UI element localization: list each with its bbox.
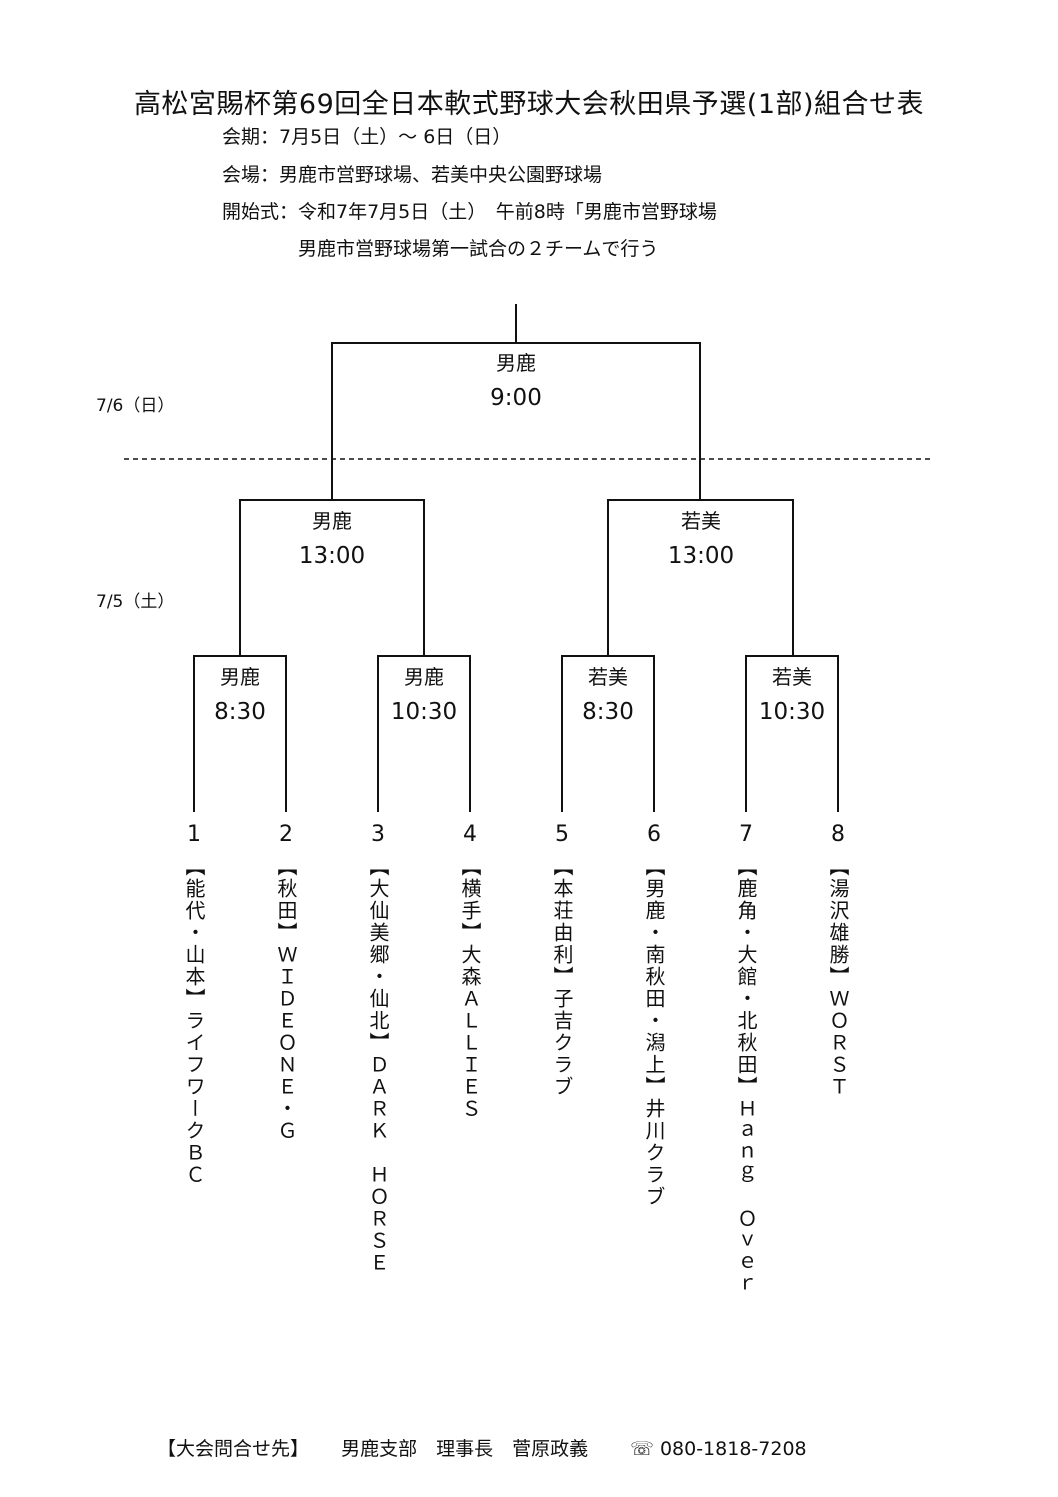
first-round-match: 男鹿 8:30: [190, 663, 290, 725]
team-number: 7: [739, 822, 753, 847]
final-match: 男鹿 9:00: [456, 349, 576, 411]
team-entry: 2 【秋田】ＷＩＤＥＯＮＥ・Ｇ: [268, 820, 304, 1142]
first-round-match: 男鹿 10:30: [374, 663, 474, 725]
team-number: 4: [463, 822, 477, 847]
team-name: 【能代・山本】ライフワークＢＣ: [182, 856, 206, 1186]
semifinal-time: 13:00: [667, 543, 735, 569]
info-opening: 開始式：令和7年7月5日（土） 午前8時「男鹿市営野球場: [222, 201, 717, 223]
match-time: 10:30: [390, 699, 458, 725]
team-number: 3: [371, 822, 385, 847]
match-time: 8:30: [582, 699, 634, 725]
team-name: 【鹿角・大館・北秋田】Ｈａｎｇ Ｏｖｅｒ: [734, 856, 758, 1296]
contact-org: 男鹿支部 理事長 菅原政義: [341, 1438, 589, 1460]
match-venue: 男鹿: [220, 665, 260, 689]
team-name: 【男鹿・南秋田・潟上】井川クラブ: [642, 856, 666, 1208]
team-name: 【湯沢雄勝】ＷＯＲＳＴ: [826, 856, 850, 1098]
team-name: 【横手】大森ＡＬＬＩＥＳ: [458, 856, 482, 1120]
team-number: 2: [279, 822, 293, 847]
team-entry: 5 【本荘由利】子吉クラブ: [544, 820, 580, 1098]
date-day1: 7/5（土）: [96, 592, 175, 612]
match-venue: 若美: [588, 665, 628, 689]
date-day2: 7/6（日）: [96, 396, 175, 416]
contact-footer: 【大会問合せ先】 男鹿支部 理事長 菅原政義 ☏ 080-1818-7208: [157, 1434, 807, 1461]
match-time: 10:30: [758, 699, 826, 725]
page-title: 高松宮賜杯第69回全日本軟式野球大会秋田県予選(1部)組合せ表: [133, 89, 925, 120]
team-name: 【秋田】ＷＩＤＥＯＮＥ・Ｇ: [274, 856, 298, 1142]
match-venue: 若美: [772, 665, 812, 689]
semifinal-venue: 若美: [681, 509, 721, 533]
contact-phone: 080-1818-7208: [659, 1438, 807, 1460]
team-number: 1: [187, 822, 201, 847]
semifinal-match: 男鹿 13:00: [272, 507, 392, 569]
team-number: 8: [831, 822, 845, 847]
team-entry: 1 【能代・山本】ライフワークＢＣ: [176, 820, 212, 1186]
contact-label: 【大会問合せ先】: [157, 1438, 310, 1460]
team-number: 5: [555, 822, 569, 847]
info-opening-note: 男鹿市営野球場第一試合の２チームで行う: [298, 238, 659, 260]
match-venue: 男鹿: [404, 665, 444, 689]
final-venue: 男鹿: [496, 351, 536, 375]
semifinal-match: 若美 13:00: [641, 507, 761, 569]
team-entry: 6 【男鹿・南秋田・潟上】井川クラブ: [636, 820, 672, 1208]
team-entry: 4 【横手】大森ＡＬＬＩＥＳ: [452, 820, 488, 1120]
team-name: 【本荘由利】子吉クラブ: [550, 856, 574, 1098]
team-number: 6: [647, 822, 661, 847]
team-entry: 7 【鹿角・大館・北秋田】Ｈａｎｇ Ｏｖｅｒ: [728, 820, 764, 1296]
semifinal-time: 13:00: [298, 543, 366, 569]
team-name: 【大仙美郷・仙北】ＤＡＲＫ ＨＯＲＳＥ: [366, 856, 390, 1274]
semifinal-venue: 男鹿: [312, 509, 352, 533]
first-round-match: 若美 8:30: [558, 663, 658, 725]
info-venue: 会場：男鹿市営野球場、若美中央公園野球場: [222, 164, 603, 186]
first-round-match: 若美 10:30: [742, 663, 842, 725]
match-time: 8:30: [214, 699, 266, 725]
team-entry: 3 【大仙美郷・仙北】ＤＡＲＫ ＨＯＲＳＥ: [360, 820, 396, 1274]
final-time: 9:00: [490, 385, 542, 411]
team-entry: 8 【湯沢雄勝】ＷＯＲＳＴ: [820, 820, 856, 1098]
telephone-icon: ☏: [630, 1438, 654, 1460]
info-period: 会期：7月5日（土）～ 6日（日）: [222, 126, 512, 148]
